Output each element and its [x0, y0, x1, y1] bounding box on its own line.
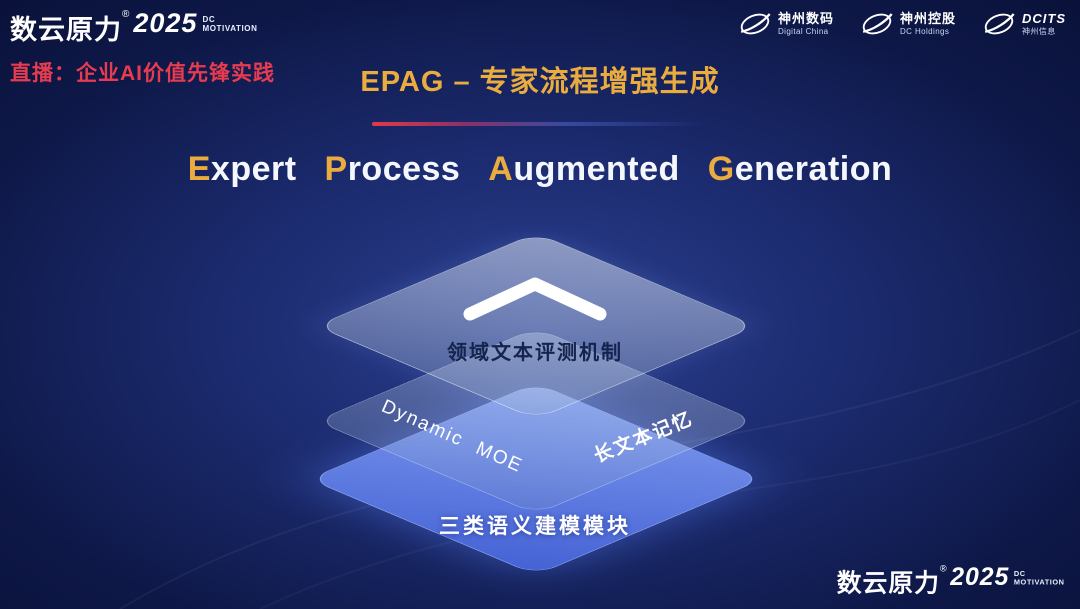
subtitle-word: Process — [325, 150, 461, 189]
swoosh-icon — [862, 13, 893, 35]
diagram-layer-top — [315, 232, 757, 420]
partner-logo-dc-holdings: 神州控股 DC Holdings — [860, 10, 956, 38]
brand-tagline-line1: DC — [1013, 569, 1026, 578]
subtitle-word-initial: P — [324, 150, 348, 188]
partner-text: 神州数码 Digital China — [777, 10, 834, 36]
title-divider — [372, 122, 702, 126]
partner-name: DCITS — [1022, 10, 1066, 26]
subtitle: Expert Process Augmented Generation — [0, 150, 1080, 189]
subtitle-word-rest: eneration — [734, 150, 893, 188]
partner-text: 神州控股 DC Holdings — [899, 10, 956, 36]
partner-logos: 神州数码 Digital China 神州控股 DC Holdings DCIT… — [738, 10, 1066, 38]
subtitle-word-initial: G — [707, 150, 735, 188]
top-layer-label: 领域文本评测机制 — [447, 342, 623, 364]
brand-registered-mark: ® — [122, 9, 130, 20]
partner-logo-dcits: DCITS 神州信息 — [982, 10, 1066, 38]
brand-tagline-line2: MOTIVATION — [1013, 578, 1064, 587]
brand-registered-mark: ® — [939, 564, 947, 575]
page-title: EPAG – 专家流程增强生成 — [360, 66, 720, 98]
swoosh-icon — [740, 13, 771, 35]
subtitle-word-initial: A — [488, 150, 514, 188]
brand-year: 2025 — [133, 8, 198, 38]
partner-name: 神州控股 — [899, 10, 956, 26]
subtitle-word: Expert — [188, 150, 297, 189]
brand-tagline-line2: MOTIVATION — [202, 24, 258, 34]
subtitle-word: Augmented — [488, 150, 680, 189]
partner-logo-digital-china: 神州数码 Digital China — [738, 10, 834, 38]
live-badge: 直播：企业AI价值先锋实践 — [10, 62, 275, 85]
brand-tagline-line1: DC — [202, 15, 216, 24]
subtitle-word-initial: E — [187, 150, 211, 188]
partner-subname: Digital China — [777, 26, 829, 36]
brand-logo-bottom: 数云原力 ® 2025 DC MOTIVATION — [836, 563, 1064, 599]
bottom-layer-label: 三类语义建模模块 — [439, 515, 631, 538]
partner-subname: DC Holdings — [899, 26, 950, 36]
partner-subname: 神州信息 — [1022, 26, 1056, 36]
chevron-up-icon — [463, 277, 607, 321]
brand-year: 2025 — [949, 563, 1009, 591]
brand-tagline: DC MOTIVATION — [202, 15, 257, 33]
brand-name: 数云原力 — [10, 15, 122, 45]
subtitle-word-rest: ugmented — [513, 150, 680, 188]
subtitle-word-rest: rocess — [347, 150, 461, 188]
subtitle-word: Generation — [708, 150, 893, 189]
brand-name: 数云原力 — [836, 569, 940, 598]
swoosh-icon — [984, 13, 1015, 35]
brand-tagline: DC MOTIVATION — [1013, 570, 1064, 587]
partner-name: 神州数码 — [777, 10, 834, 26]
partner-text: DCITS 神州信息 — [1022, 10, 1066, 36]
subtitle-word-rest: xpert — [210, 150, 297, 188]
brand-logo-top: 数云原力 ® 2025 DC MOTIVATION — [10, 8, 257, 47]
